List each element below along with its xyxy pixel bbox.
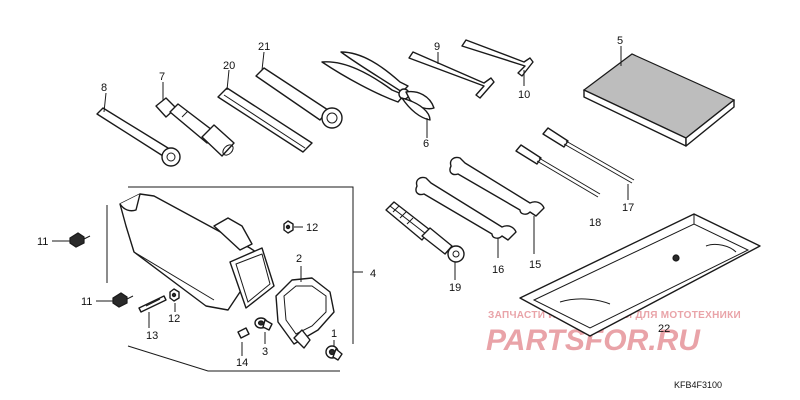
part-17-screwdriver	[542, 127, 635, 184]
callout-9: 9	[434, 41, 440, 53]
part-22-tool-bag	[519, 213, 761, 337]
part-16-open-wrench	[415, 176, 517, 241]
callout-19: 19	[449, 282, 461, 294]
part-5-pad	[582, 53, 736, 147]
callout-20: 20	[223, 60, 235, 72]
callout-12b: 12	[168, 313, 180, 325]
callout-1: 1	[331, 328, 337, 340]
callout-2: 2	[296, 253, 302, 265]
part-1-bolt	[325, 345, 343, 361]
part-21-wrench	[255, 67, 343, 129]
part-9-hex-key	[408, 51, 495, 99]
part-3-grommet	[254, 317, 273, 331]
callout-11b: 11	[81, 296, 92, 308]
callout-18: 18	[589, 217, 601, 229]
part-2-lid	[275, 277, 335, 349]
tool-box	[119, 193, 275, 311]
callout-5: 5	[617, 35, 623, 47]
callout-12a: 12	[306, 222, 318, 234]
callout-16: 16	[492, 264, 504, 276]
callout-21: 21	[258, 41, 270, 53]
callout-6: 6	[423, 138, 429, 150]
callout-13: 13	[146, 330, 158, 342]
part-11-screw-upper	[69, 232, 91, 248]
part-10-hex-key	[461, 39, 534, 77]
assembly-bracket-4	[106, 186, 363, 372]
part-13-strap	[138, 295, 167, 313]
part-12-nut-upper	[283, 220, 294, 234]
callout-15: 15	[529, 259, 541, 271]
part-18-screwdriver	[515, 144, 601, 198]
callout-8: 8	[101, 82, 107, 94]
callout-17: 17	[622, 202, 634, 214]
callout-10: 10	[518, 89, 530, 101]
part-6-pliers	[321, 51, 435, 121]
leader-8	[103, 92, 107, 113]
diagram-code: KFB4F3100	[674, 380, 722, 390]
part-15-open-wrench	[449, 156, 545, 217]
part-8-wrench	[96, 107, 181, 167]
part-12-nut-lower	[169, 288, 180, 302]
part-20-bar	[217, 87, 313, 153]
callout-7: 7	[159, 71, 165, 83]
leader-20	[226, 69, 230, 91]
part-7-plug-socket	[155, 97, 235, 157]
callout-4: 4	[370, 268, 376, 280]
callout-11a: 11	[37, 236, 48, 248]
part-19-handle	[385, 201, 465, 263]
part-14-clip	[237, 327, 250, 339]
callout-3: 3	[262, 346, 268, 358]
callout-14: 14	[236, 357, 248, 369]
part-11-screw-lower	[112, 292, 134, 308]
callout-22: 22	[658, 323, 670, 335]
leader-21	[261, 51, 265, 71]
